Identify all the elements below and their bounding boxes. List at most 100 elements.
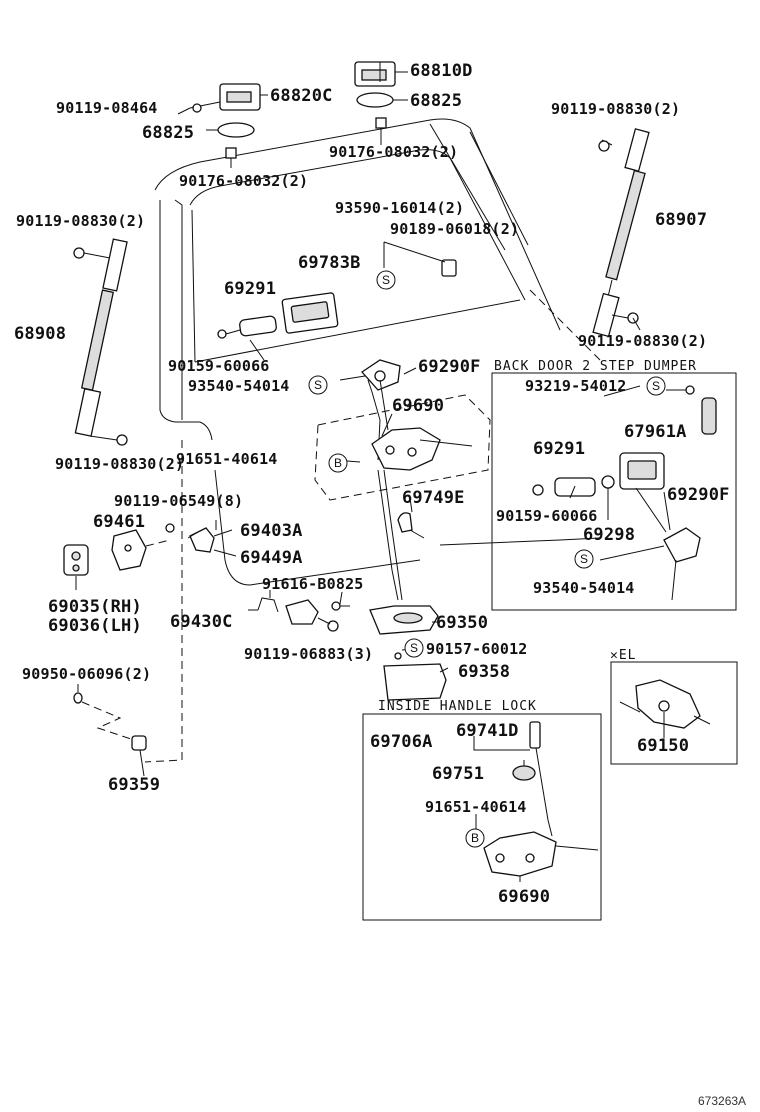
label-90119-06549: 90119-06549(8) [114,492,243,510]
label-damper-69291: 69291 [533,439,585,459]
label-68820c: 68820C [270,86,333,106]
label-69291: 69291 [224,279,276,299]
label-damper-67961a: 67961A [624,422,687,442]
label-handle-69741d: 69741D [456,721,519,741]
label-damper-69290f: 69290F [667,485,730,505]
lock-striker-69461-part [111,523,175,571]
label-90159-60066: 90159-60066 [168,357,270,375]
label-damper-93219-54012: 93219-54012 [525,377,627,395]
label-93590-16014: 93590-16014(2) [335,199,464,217]
label-69403a: 69403A [240,521,303,541]
mark-s-90157: S [404,638,424,658]
label-damper-90159-60066: 90159-60066 [496,507,598,525]
cable-90950-part [73,440,183,763]
el-parts [619,679,711,729]
mark-b-91651-handle: B [465,828,485,848]
label-93540-54014: 93540-54014 [188,377,290,395]
label-90189-06018: 90189-06018(2) [390,220,519,238]
label-90119-08464: 90119-08464 [56,99,158,117]
clip-90189-part [383,241,457,277]
handle-69350-part [369,605,439,660]
label-90950-06096: 90950-06096(2) [22,665,151,683]
label-69359: 69359 [108,775,160,795]
label-handle-69690: 69690 [498,887,550,907]
wedge-69035-part [63,544,89,576]
hinge-68810d-part [354,61,408,87]
bracket-69430c-part [257,597,339,632]
gas-spring-68907-part [592,128,650,338]
svg-text:S: S [410,641,418,655]
gasket-68825-left-part [206,122,255,138]
mark-b-91651: B [328,453,348,473]
label-damper-69298: 69298 [583,525,635,545]
handle-lock-box [362,713,602,921]
lock-69690-part [371,427,473,471]
label-damper-93540-54014: 93540-54014 [533,579,635,597]
label-handle-69751: 69751 [432,764,484,784]
leader-lines [75,62,671,882]
label-69690: 69690 [392,396,444,416]
handle-lock-box-title: INSIDE HANDLE LOCK [378,699,537,714]
svg-text:S: S [580,552,588,566]
mark-s-93540: S [308,375,328,395]
back-door-outline [154,118,601,586]
svg-text:S: S [652,379,660,393]
bolt-91616-part [331,601,350,611]
handle-lock-parts [473,721,599,877]
label-69350: 69350 [436,613,488,633]
label-91616-b0825: 91616-B0825 [262,575,364,593]
striker-69290f-part [361,359,401,393]
bracket-69403a-part [189,527,233,553]
svg-text:S: S [382,273,390,287]
label-90119-08830-mid-left: 90119-08830(2) [55,455,184,473]
damper-box-title: BACK DOOR 2 STEP DUMPER [494,359,697,374]
label-68810d: 68810D [410,61,473,81]
label-el-69150: 69150 [637,736,689,756]
label-90119-08830-mid-right: 90119-08830(2) [578,332,707,350]
damper-box [491,372,737,611]
label-90157-60012: 90157-60012 [426,640,528,658]
label-69358: 69358 [458,662,510,682]
el-box [610,661,738,765]
label-69036-lh: 69036(LH) [48,616,142,636]
label-handle-91651-40614: 91651-40614 [425,798,527,816]
label-91651-40614: 91651-40614 [176,450,278,468]
label-90119-06883: 90119-06883(3) [244,645,373,663]
svg-text:B: B [471,831,479,845]
label-69461: 69461 [93,512,145,532]
label-69035-rh: 69035(RH) [48,597,142,617]
cover-69783b-part [281,292,339,334]
label-69430c: 69430C [170,612,233,632]
mark-s-93540-damper: S [574,549,594,569]
label-68907: 68907 [655,210,707,230]
nut-90176-left-part [225,147,237,168]
label-90119-08830-top-right: 90119-08830(2) [551,100,680,118]
diagram-code: 673263A [698,1094,746,1108]
label-69290f: 69290F [418,357,481,377]
trim-69358-part [383,663,449,701]
label-90176-08032-top: 90176-08032(2) [329,143,458,161]
svg-text:B: B [334,456,342,470]
bumper-69291-part [217,315,277,339]
label-90176-08032-left: 90176-08032(2) [179,172,308,190]
label-69749e: 69749E [402,488,465,508]
svg-text:S: S [314,378,322,392]
mark-s-93590: S [376,270,396,290]
hinge-68820c-part [189,83,268,113]
mark-s-93219: S [646,376,666,396]
label-69449a: 69449A [240,548,303,568]
label-90119-08830-top-left: 90119-08830(2) [16,212,145,230]
nut-90176-top-part [375,117,387,145]
label-handle-69706a: 69706A [370,732,433,752]
lock-rod-part [371,379,403,601]
el-box-title: ✕EL [610,648,636,663]
label-68908: 68908 [14,324,66,344]
label-68825-left: 68825 [142,123,194,143]
label-68825-top: 68825 [410,91,462,111]
label-69783b: 69783B [298,253,361,273]
gas-spring-68908-part [73,238,128,446]
clip-69749e-part [397,512,425,539]
gasket-68825-top-part [356,92,408,108]
